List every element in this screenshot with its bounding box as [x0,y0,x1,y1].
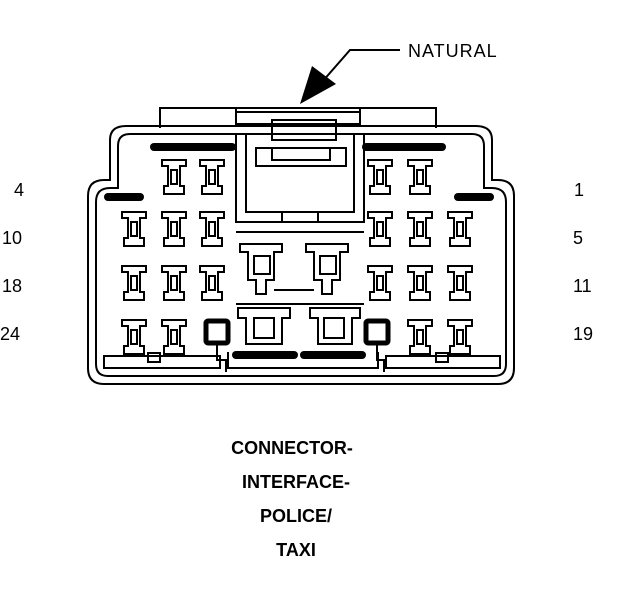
pin-terminals [121,159,473,355]
pin-terminal [447,211,473,247]
pin-terminal [161,159,187,195]
pin-label-18: 18 [2,276,22,296]
pin-terminal [161,319,187,355]
connector-title: CONNECTOR- INTERFACE- POLICE/ TAXI [231,438,353,560]
pin-terminal [447,319,473,355]
pin-label-10: 10 [2,228,22,248]
pin-label-1: 1 [574,180,584,200]
pin-labels-left: 4 10 18 24 [0,180,24,344]
callout-arrowhead [300,66,336,104]
keying-bars [104,143,494,359]
bold-cavities [203,318,391,346]
pin-terminal [161,265,187,301]
pin-label-5: 5 [573,228,583,248]
pin-terminal [199,159,225,195]
center-terminals [237,243,361,345]
bold-cavity-leads [216,343,385,372]
pin-terminal [161,211,187,247]
callout-leader [321,49,400,83]
pin-terminal [367,211,393,247]
pin-terminal [367,159,393,195]
pin-label-4: 4 [14,180,24,200]
pin-terminal [407,319,433,355]
pin-label-11: 11 [573,276,592,296]
pin-terminal [367,265,393,301]
pin-terminal [121,265,147,301]
pin-labels-right: 1 5 11 19 [573,180,593,344]
pin-label-24: 24 [0,324,20,344]
title-line-4: TAXI [276,540,316,560]
callout-label: NATURAL [408,41,498,61]
pin-terminal [199,211,225,247]
title-line-1: CONNECTOR- [231,438,353,458]
title-line-2: INTERFACE- [242,472,350,492]
pin-terminal [407,159,433,195]
pin-terminal [121,319,147,355]
pin-terminal [407,265,433,301]
pin-terminal [121,211,147,247]
bottom-latches [147,352,449,363]
pin-terminal [447,265,473,301]
pin-terminal [407,211,433,247]
title-line-3: POLICE/ [260,506,332,526]
pin-terminal [199,265,225,301]
pin-label-19: 19 [573,324,593,344]
